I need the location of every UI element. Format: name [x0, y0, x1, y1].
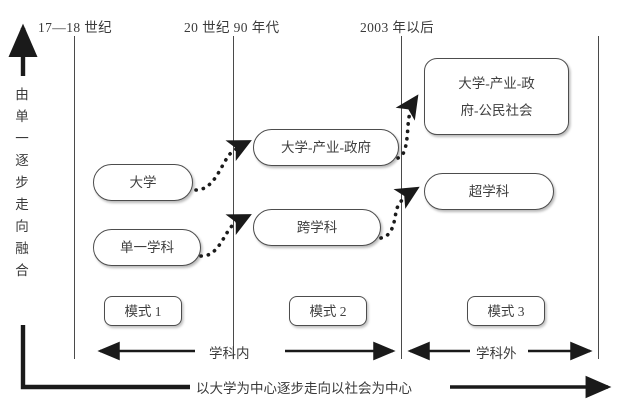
node-university-label: 大学	[129, 175, 157, 190]
era-label-3: 2003 年以后	[360, 20, 435, 35]
scope-label-outer: 学科外	[476, 346, 517, 361]
node-transdiscipline-label: 超学科	[468, 184, 510, 199]
connector-interdiscipline-to-transdiscipline	[379, 186, 420, 240]
mode-box-2: 模式 2	[289, 296, 367, 326]
bottom-axis-label: 以大学为中心逐步走向以社会为中心	[196, 381, 412, 396]
node-single-discipline: 单一学科	[93, 229, 201, 266]
era-label-2: 20 世纪 90 年代	[184, 20, 280, 35]
vertical-axis-char-6: 向	[15, 219, 29, 234]
connector-single-to-interdiscipline	[199, 214, 252, 258]
node-triple-helix: 大学-产业-政府	[253, 129, 399, 166]
vertical-axis-char-5: 走	[15, 197, 29, 212]
period-divider-3	[401, 36, 402, 359]
node-quadruple-helix: 大学-产业-政 府-公民社会	[424, 58, 569, 135]
period-divider-1	[74, 36, 75, 359]
node-quadruple-helix-line1: 大学-产业-政	[458, 75, 535, 91]
node-interdiscipline-label: 跨学科	[296, 220, 338, 235]
node-quadruple-helix-line2: 府-公民社会	[460, 102, 533, 118]
vertical-axis-char-8: 合	[15, 263, 29, 278]
node-triple-helix-label: 大学-产业-政府	[281, 140, 371, 155]
period-divider-2	[233, 36, 234, 359]
mode-box-3-label: 模式 3	[487, 303, 525, 319]
node-transdiscipline: 超学科	[424, 173, 554, 210]
node-single-discipline-label: 单一学科	[120, 240, 174, 255]
era-label-1: 17—18 世纪	[38, 20, 113, 35]
vertical-axis-label: 由 单 一 逐 步 走 向 融 合	[12, 84, 32, 282]
vertical-axis-char-4: 步	[15, 175, 29, 190]
mode-box-1: 模式 1	[104, 296, 182, 326]
mode-box-1-label: 模式 1	[124, 303, 162, 319]
node-university: 大学	[93, 164, 193, 201]
vertical-axis-char-3: 逐	[15, 153, 29, 168]
connector-university-to-triple-helix	[194, 140, 252, 192]
scope-label-inner: 学科内	[209, 346, 250, 361]
vertical-axis-char-1: 单	[15, 109, 29, 124]
node-interdiscipline: 跨学科	[253, 209, 381, 246]
vertical-axis-char-0: 由	[15, 87, 29, 102]
mode-box-3: 模式 3	[467, 296, 545, 326]
vertical-axis-char-2: 一	[15, 131, 29, 146]
vertical-axis-char-7: 融	[15, 241, 29, 256]
mode-box-2-label: 模式 2	[309, 303, 347, 319]
period-divider-4	[598, 36, 599, 359]
